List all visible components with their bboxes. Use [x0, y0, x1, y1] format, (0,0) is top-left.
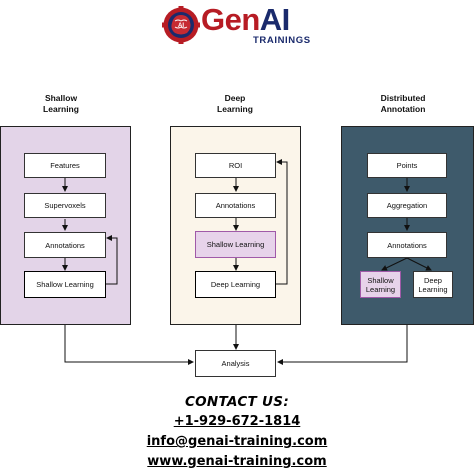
node-analysis: Analysis	[195, 350, 276, 377]
node-annotations: Annotations	[367, 232, 447, 258]
node-shallow-learning: Shallow Learning	[24, 271, 106, 298]
node-shallow-learning: Shallow Learning	[195, 231, 276, 258]
node-deep-learning: Deep Learning	[195, 271, 276, 298]
brand-name-part2: AI	[259, 2, 291, 37]
node-points: Points	[367, 153, 447, 178]
brain-gear-icon: AI	[162, 6, 200, 44]
brand-name: GenAI	[201, 3, 290, 37]
column-title-shallow: Shallow Learning	[43, 93, 79, 114]
node-annotations: Annotations	[24, 232, 106, 258]
node-annotations: Annotations	[195, 193, 276, 218]
node-shallow-learning: Shallow Learning	[360, 271, 401, 298]
contact-phone[interactable]: +1-929-672-1814	[173, 414, 301, 429]
arrow-shallow-to-analysis	[64, 325, 194, 365]
brand-name-part1: Gen	[201, 2, 260, 37]
contact-title: CONTACT US:	[184, 394, 290, 410]
emblem-text: AI	[178, 23, 184, 29]
arrow-distributed-to-analysis	[277, 325, 408, 365]
node-supervoxels: Supervoxels	[24, 193, 106, 218]
column-title-deep: Deep Learning	[217, 93, 253, 114]
node-roi: ROI	[195, 153, 276, 178]
brand-subtitle: TRAININGS	[253, 35, 311, 46]
node-deep-learning: Deep Learning	[413, 271, 453, 298]
node-features: Features	[24, 153, 106, 178]
genai-logo: AI	[160, 4, 320, 48]
contact-website[interactable]: www.genai-training.com	[147, 454, 327, 469]
contact-email[interactable]: info@genai-training.com	[146, 434, 328, 449]
column-title-distributed: Distributed Annotation	[380, 93, 426, 114]
node-aggregation: Aggregation	[367, 193, 447, 218]
